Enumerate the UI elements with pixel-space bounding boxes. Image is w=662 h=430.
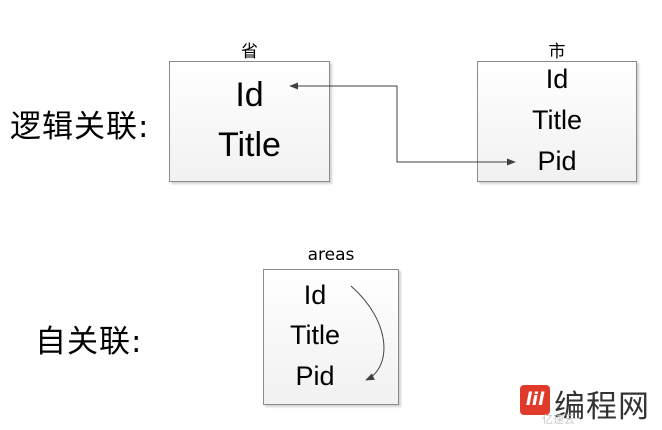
logical-relation-label: 逻辑关联:: [10, 109, 150, 145]
watermark: lil 编程网 亿速云: [520, 381, 660, 426]
city-field-title: Title: [531, 105, 582, 135]
self-relation-label: 自关联:: [35, 324, 143, 360]
watermark-logo-icon: lil: [520, 385, 550, 415]
province-city-link-arrow: [289, 82, 516, 166]
areas-field-title: Title: [289, 320, 340, 350]
watermark-text: 编程网: [554, 389, 650, 425]
province-table-title: 省: [241, 42, 258, 62]
city-field-id: Id: [545, 64, 569, 94]
city-field-pid: Pid: [537, 146, 577, 176]
areas-self-link-arrow: [350, 285, 385, 381]
city-table-title: 市: [548, 42, 566, 62]
province-field-id: Id: [235, 76, 264, 114]
areas-table-title: areas: [307, 245, 355, 265]
watermark-subtext: 亿速云: [542, 413, 575, 426]
areas-field-id: Id: [303, 280, 327, 310]
province-field-title: Title: [218, 126, 281, 164]
areas-field-pid: Pid: [295, 361, 335, 391]
areas-table: Id Title Pid: [263, 269, 399, 405]
